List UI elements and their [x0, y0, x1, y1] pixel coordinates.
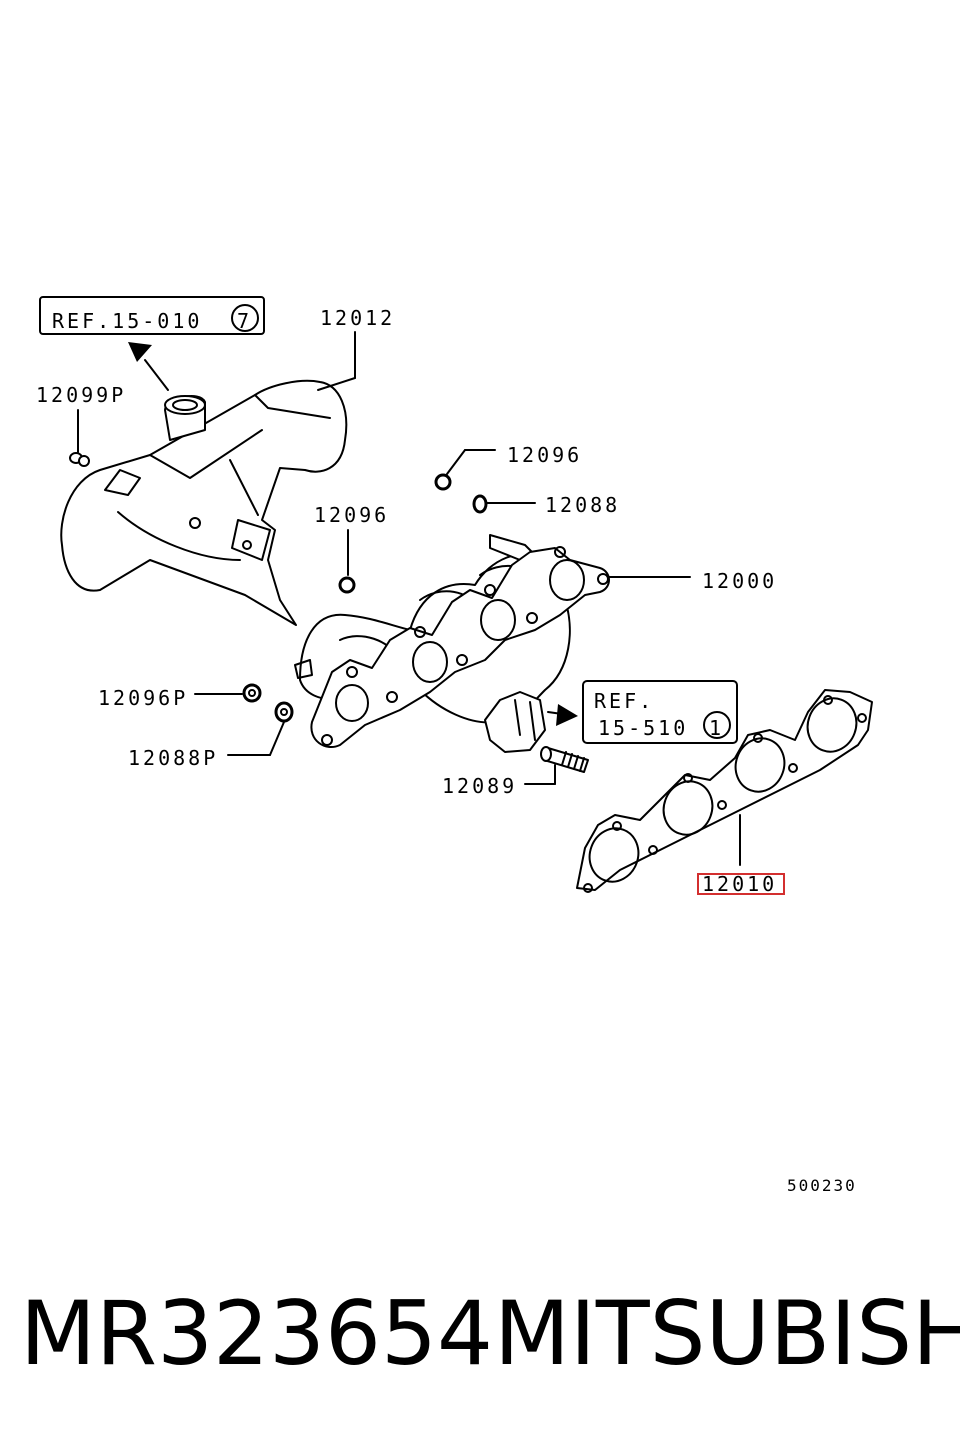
highlight-box-12010 [697, 873, 785, 895]
brand-text: MITSUBISHI [494, 1282, 960, 1385]
label-12089[interactable]: 12089 [442, 774, 517, 798]
label-12096p[interactable]: 12096P [98, 686, 188, 710]
ref-box-15-510[interactable]: REF. 15-510 1 [582, 680, 738, 744]
label-12088p[interactable]: 12088P [128, 746, 218, 770]
label-12096-mid[interactable]: 12096 [314, 503, 389, 527]
label-12012[interactable]: 12012 [320, 306, 395, 330]
ref-arrow-right-icon [547, 704, 578, 726]
label-12010[interactable]: 12010 [702, 872, 777, 896]
bolt-12099p-icon [69, 452, 90, 467]
nut-12096p-icon [242, 683, 262, 703]
heat-shield-part [60, 379, 348, 626]
ref-box-2-line1: REF. [594, 689, 654, 713]
exhaust-manifold-part [294, 534, 610, 753]
nut-12096-mid-icon [338, 576, 356, 594]
washer-12088p-icon [274, 701, 294, 723]
ref-box-2-circle-number: 1 [709, 716, 724, 740]
part-number-text: MR323654 [20, 1282, 493, 1385]
nut-12096-top-icon [434, 473, 452, 491]
stud-12089-icon [540, 746, 589, 773]
diagram-code: 500230 [787, 1176, 857, 1195]
label-12096-top[interactable]: 12096 [507, 443, 582, 467]
gasket-part [576, 689, 873, 893]
ref-box-2-line2: 15-510 [598, 716, 688, 740]
ref-box-15-010[interactable]: REF.15-010 7 [39, 296, 265, 335]
washer-12088-icon [472, 494, 488, 514]
ref-box-1-circle-number: 7 [237, 309, 252, 333]
ref-arrow-up-icon [128, 342, 169, 391]
label-12088[interactable]: 12088 [545, 493, 620, 517]
label-12000[interactable]: 12000 [702, 569, 777, 593]
label-12099p[interactable]: 12099P [36, 383, 126, 407]
ref-box-1-text: REF.15-010 [52, 309, 202, 333]
leader-12012 [317, 377, 356, 391]
